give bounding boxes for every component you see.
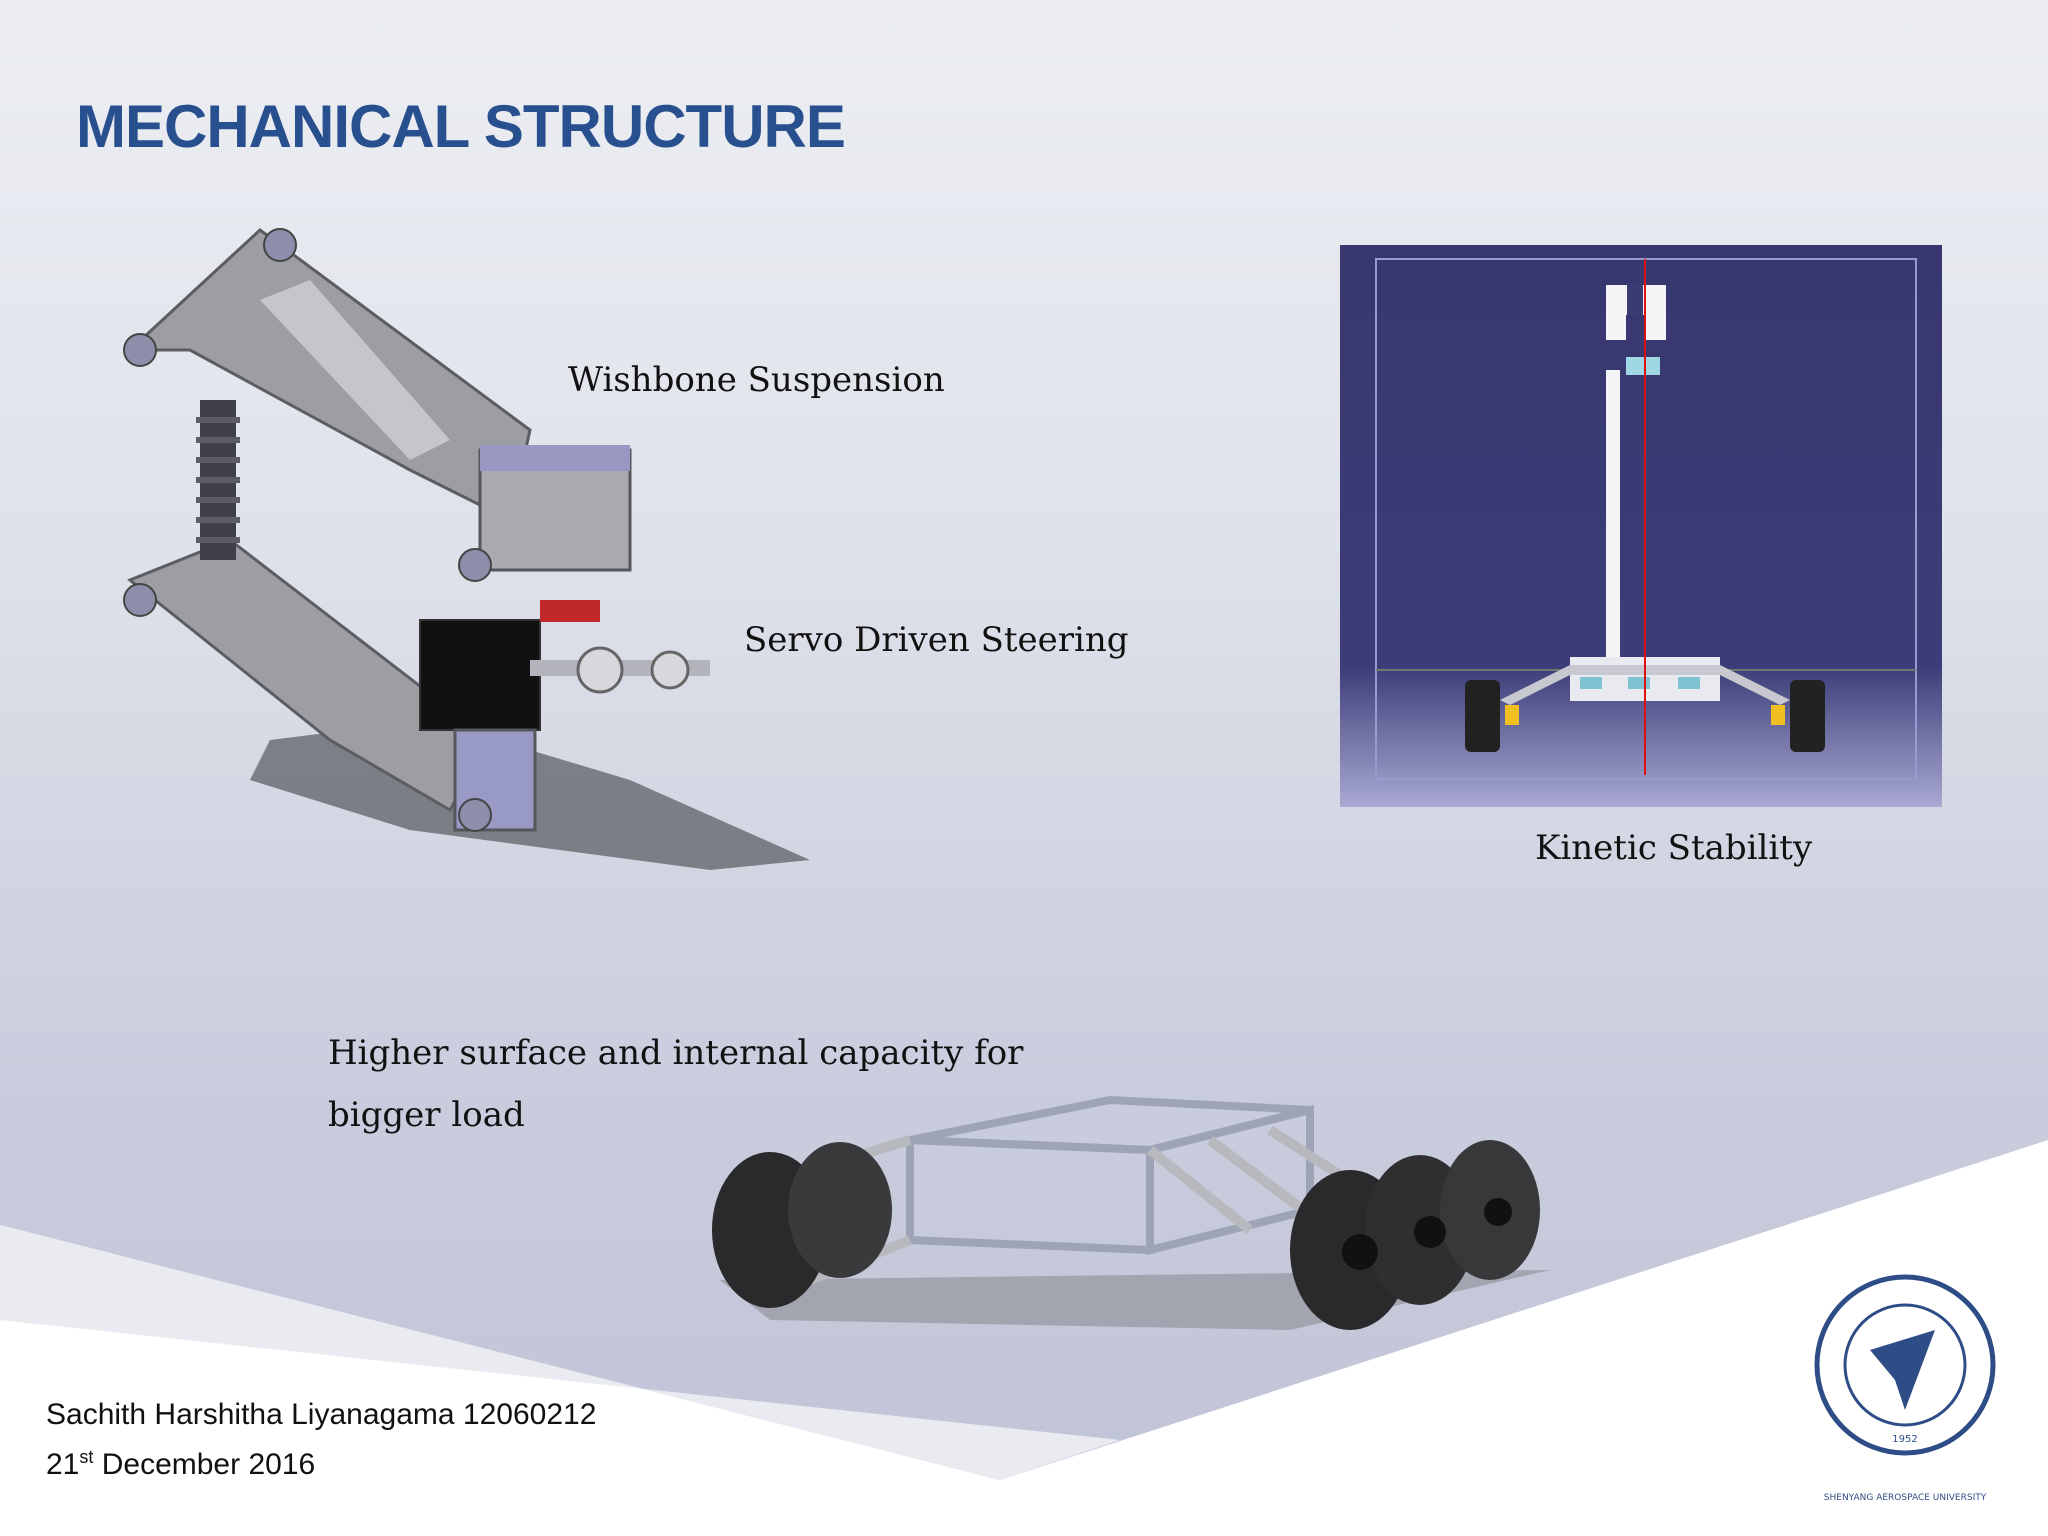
kinetic-stability-image (1340, 245, 1942, 807)
rover-chassis-image (712, 1095, 1550, 1330)
author-line: Sachith Harshitha Liyanagama 12060212 (46, 1398, 597, 1431)
kinetic-stability-caption: Kinetic Stability (1535, 828, 1813, 868)
servo-steering-caption: Servo Driven Steering (744, 620, 1129, 660)
logo-year: 1952 (1892, 1434, 1917, 1445)
wishbone-suspension-image (123, 228, 810, 870)
footer: Sachith Harshitha Liyanagama 12060212 21… (46, 1394, 596, 1486)
logo-text: SHENYANG AEROSPACE UNIVERSITY (1824, 1493, 1987, 1503)
capacity-caption: Higher surface and internal capacity for… (328, 1033, 1024, 1135)
date-rest: December 2016 (93, 1448, 316, 1481)
date-day: 21 (46, 1448, 80, 1481)
date-line: 21st December 2016 (46, 1436, 596, 1486)
wishbone-suspension-caption: Wishbone Suspension (568, 360, 945, 400)
date-suffix: st (79, 1447, 94, 1467)
university-logo: 1952 SHENYANG AEROSPACE UNIVERSITY (1814, 1274, 1996, 1503)
page-title: MECHANICAL STRUCTURE (76, 93, 846, 160)
